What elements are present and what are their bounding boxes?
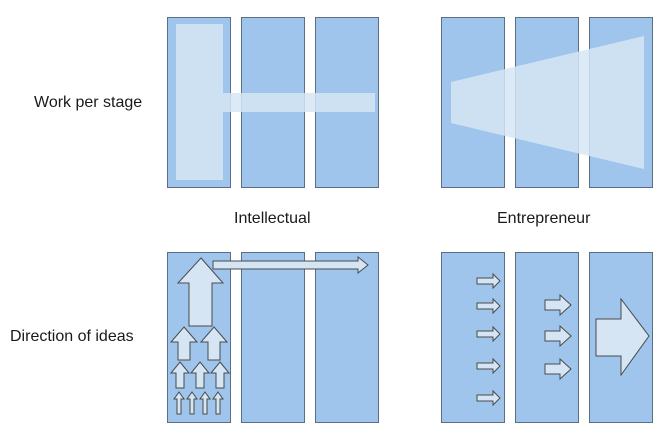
intellectual-medium-up-arrow-1 bbox=[169, 326, 199, 361]
column-label-entrepreneur: Entrepreneur bbox=[497, 210, 591, 227]
entrepreneur-medium-right-arrow-2 bbox=[544, 324, 572, 348]
intellectual-tiny-up-arrow-3 bbox=[199, 391, 211, 415]
intellectual-work-horizontal-bar bbox=[223, 93, 375, 112]
intellectual-tiny-up-arrow-4 bbox=[212, 391, 224, 415]
entrepreneur-small-right-arrow-2 bbox=[476, 297, 501, 315]
intellectual-big-up-arrow bbox=[176, 257, 225, 327]
entrepreneur-medium-right-arrow-1 bbox=[544, 293, 572, 317]
entrepreneur-small-right-arrow-1 bbox=[476, 272, 501, 290]
entrepreneur-small-right-arrow-5 bbox=[476, 389, 501, 407]
entrepreneur-small-right-arrow-3 bbox=[476, 325, 501, 343]
intellectual-work-vertical-bar bbox=[176, 24, 223, 180]
intellectual-medium-up-arrow-2 bbox=[199, 326, 229, 361]
entrepreneur-big-right-arrow bbox=[595, 297, 650, 377]
row-label-work-per-stage: Work per stage bbox=[34, 94, 143, 111]
column-label-intellectual: Intellectual bbox=[234, 210, 311, 227]
intellectual-long-right-arrow bbox=[212, 255, 369, 275]
intellectual-small-up-arrow-3 bbox=[209, 361, 231, 389]
intellectual-small-up-arrow-1 bbox=[169, 361, 191, 389]
entrepreneur-work-trapezoid bbox=[451, 36, 644, 169]
intellectual-small-up-arrow-2 bbox=[189, 361, 211, 389]
intellectual-tiny-up-arrow-1 bbox=[173, 391, 185, 415]
entrepreneur-medium-right-arrow-3 bbox=[544, 357, 572, 381]
row-label-direction-of-ideas: Direction of ideas bbox=[10, 328, 134, 345]
intellectual-tiny-up-arrow-2 bbox=[186, 391, 198, 415]
intellectual-ideas-stage-2 bbox=[241, 252, 305, 423]
entrepreneur-small-right-arrow-4 bbox=[476, 357, 501, 375]
intellectual-ideas-stage-3 bbox=[315, 252, 379, 423]
